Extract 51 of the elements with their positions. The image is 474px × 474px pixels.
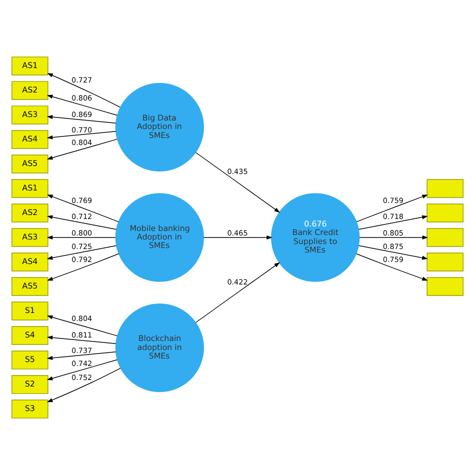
edge-label: 0.737: [71, 345, 92, 354]
arrow: [358, 234, 428, 240]
edge-label: 0.800: [71, 228, 92, 237]
edge-label: 0.718: [382, 211, 403, 220]
arrow: [46, 244, 116, 260]
arrow: [358, 244, 428, 260]
edge-label: 0.805: [382, 228, 403, 237]
arrow: [358, 214, 428, 230]
arrow: [46, 358, 117, 380]
edge-label: 0.725: [71, 242, 92, 251]
edge-label: 0.770: [71, 124, 92, 134]
edge-label: 0.759: [382, 254, 403, 264]
edge-label: 0.769: [71, 195, 92, 204]
node-box: [426, 252, 463, 271]
edge-label: 0.465: [226, 228, 248, 237]
arrow: [46, 94, 117, 116]
arrow: [46, 130, 116, 139]
edge-label: 0.742: [71, 358, 92, 368]
edge-label: 0.727: [71, 75, 92, 84]
node-box: [426, 228, 463, 246]
arrow: [46, 72, 120, 108]
arrow: [46, 367, 120, 402]
arrow: [46, 252, 118, 280]
edge-label: 0.752: [71, 372, 92, 382]
edge-label: 0.435: [226, 166, 248, 176]
arrow: [46, 194, 118, 222]
arrow: [46, 314, 117, 336]
edge-label: 0.875: [382, 242, 403, 251]
arrow: [194, 262, 280, 322]
arrow: [46, 351, 116, 360]
edge-label: 0.869: [71, 110, 92, 119]
edge-label: 0.804: [71, 138, 92, 147]
edge-label: 0.811: [71, 330, 92, 340]
edge-label: 0.712: [71, 211, 92, 220]
arrow: [202, 234, 272, 240]
arrow: [46, 335, 116, 344]
edge-label: 0.804: [71, 314, 92, 323]
node-box: [426, 203, 463, 222]
node-box: [426, 178, 463, 198]
arrow: [46, 234, 116, 240]
arrow: [46, 114, 116, 123]
arrow: [46, 138, 117, 160]
arrow: [194, 152, 280, 212]
edge-label: 0.759: [382, 195, 403, 204]
node-box: [426, 276, 463, 296]
edge-label: 0.806: [71, 93, 92, 102]
edge-label: 0.792: [71, 254, 92, 264]
arrow: [46, 214, 116, 230]
arrow: [356, 252, 428, 280]
edge-label: 0.422: [226, 276, 248, 286]
arrow: [356, 194, 428, 222]
